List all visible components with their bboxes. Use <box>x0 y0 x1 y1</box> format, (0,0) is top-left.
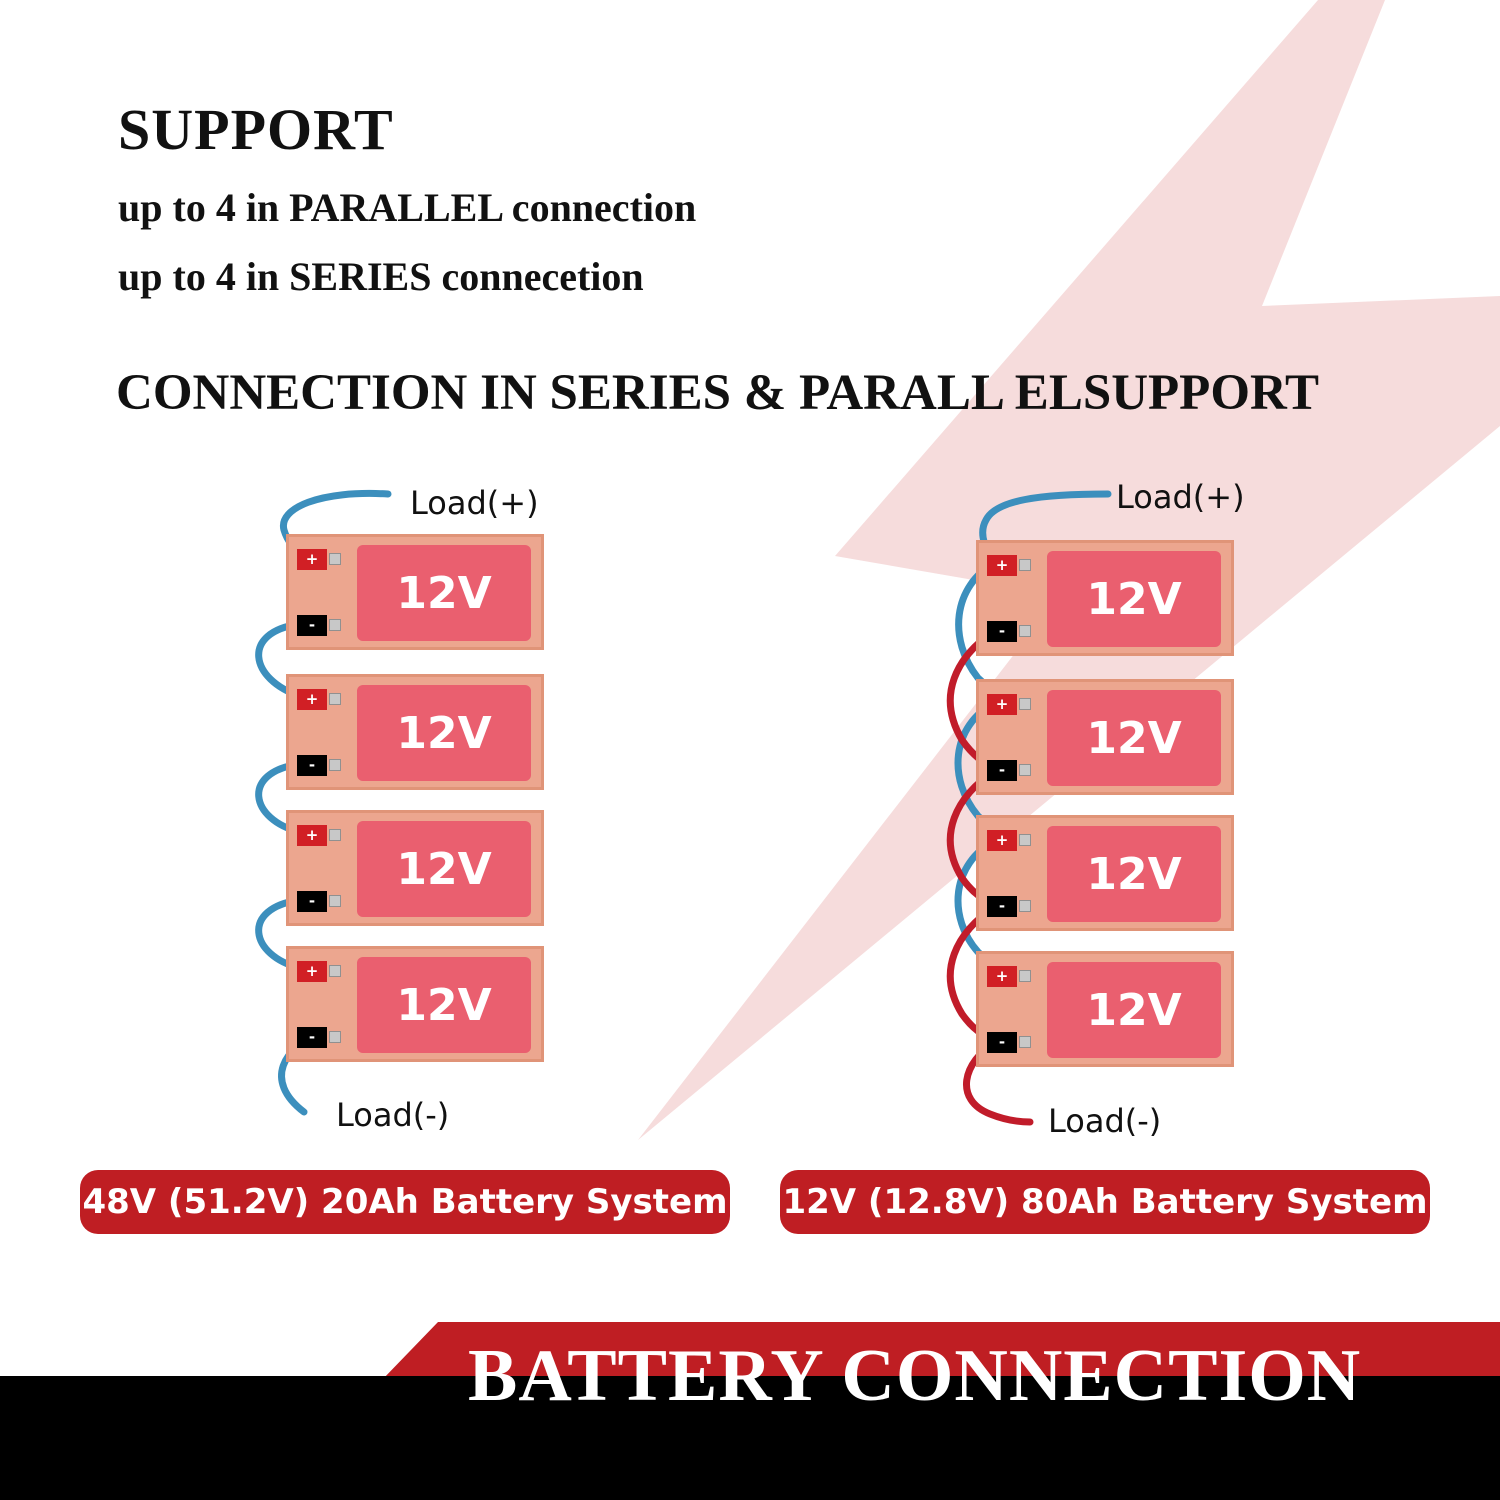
load-positive-label: Load(+) <box>1116 478 1245 516</box>
wire-series-link-2 <box>255 760 304 836</box>
battery-voltage-label: 12V <box>357 957 531 1053</box>
positive-terminal: + <box>297 961 327 982</box>
battery-voltage-label: 12V <box>1047 826 1221 922</box>
footer-black-band <box>0 1376 1500 1500</box>
negative-terminal: - <box>987 1032 1017 1053</box>
terminal-plug-icon <box>1019 764 1031 776</box>
positive-terminal: + <box>297 689 327 710</box>
battery-cell: + - 12V <box>976 951 1234 1067</box>
negative-terminal: - <box>297 755 327 776</box>
positive-terminal: + <box>297 549 327 570</box>
terminal-plug-icon <box>1019 559 1031 571</box>
battery-voltage-label: 12V <box>357 821 531 917</box>
terminal-plug-icon <box>1019 900 1031 912</box>
battery-voltage-label: 12V <box>357 545 531 641</box>
wire-series-link-3 <box>255 896 304 972</box>
terminal-plug-icon <box>329 693 341 705</box>
positive-terminal: + <box>987 694 1017 715</box>
battery-cell: + - 12V <box>286 534 544 650</box>
terminal-plug-icon <box>329 619 341 631</box>
series-system-label: 48V (51.2V) 20Ah Battery System <box>80 1170 730 1234</box>
series-support-line: up to 4 in SERIES connecetion <box>118 254 644 299</box>
battery-cell: + - 12V <box>286 810 544 926</box>
battery-cell: + - 12V <box>976 540 1234 656</box>
battery-voltage-label: 12V <box>357 685 531 781</box>
terminal-plug-icon <box>329 965 341 977</box>
battery-cell: + - 12V <box>286 946 544 1062</box>
positive-terminal: + <box>987 830 1017 851</box>
load-negative-label: Load(-) <box>1048 1102 1162 1140</box>
battery-cell: + - 12V <box>976 679 1234 795</box>
battery-cell: + - 12V <box>286 674 544 790</box>
negative-terminal: - <box>987 896 1017 917</box>
footer-title: BATTERY CONNECTION <box>468 1335 1362 1417</box>
battery-voltage-label: 12V <box>1047 962 1221 1058</box>
parallel-system-label: 12V (12.8V) 80Ah Battery System <box>780 1170 1430 1234</box>
negative-terminal: - <box>987 760 1017 781</box>
terminal-plug-icon <box>329 895 341 907</box>
terminal-plug-icon <box>1019 834 1031 846</box>
terminal-plug-icon <box>1019 970 1031 982</box>
battery-voltage-label: 12V <box>1047 551 1221 647</box>
parallel-support-line: up to 4 in PARALLEL connection <box>118 185 697 230</box>
terminal-plug-icon <box>329 553 341 565</box>
terminal-plug-icon <box>1019 698 1031 710</box>
positive-terminal: + <box>987 555 1017 576</box>
terminal-plug-icon <box>329 759 341 771</box>
battery-cell: + - 12V <box>976 815 1234 931</box>
negative-terminal: - <box>297 891 327 912</box>
load-negative-label: Load(-) <box>336 1096 450 1134</box>
negative-terminal: - <box>297 615 327 636</box>
load-positive-label: Load(+) <box>410 484 539 522</box>
wire-series-link-1 <box>255 620 304 700</box>
positive-terminal: + <box>987 966 1017 987</box>
connection-heading: CONNECTION IN SERIES & PARALL ELSUPPORT <box>116 365 1320 421</box>
negative-terminal: - <box>987 621 1017 642</box>
battery-voltage-label: 12V <box>1047 690 1221 786</box>
terminal-plug-icon <box>329 1031 341 1043</box>
negative-terminal: - <box>297 1027 327 1048</box>
terminal-plug-icon <box>329 829 341 841</box>
terminal-plug-icon <box>1019 625 1031 637</box>
support-title: SUPPORT <box>118 97 394 162</box>
positive-terminal: + <box>297 825 327 846</box>
terminal-plug-icon <box>1019 1036 1031 1048</box>
